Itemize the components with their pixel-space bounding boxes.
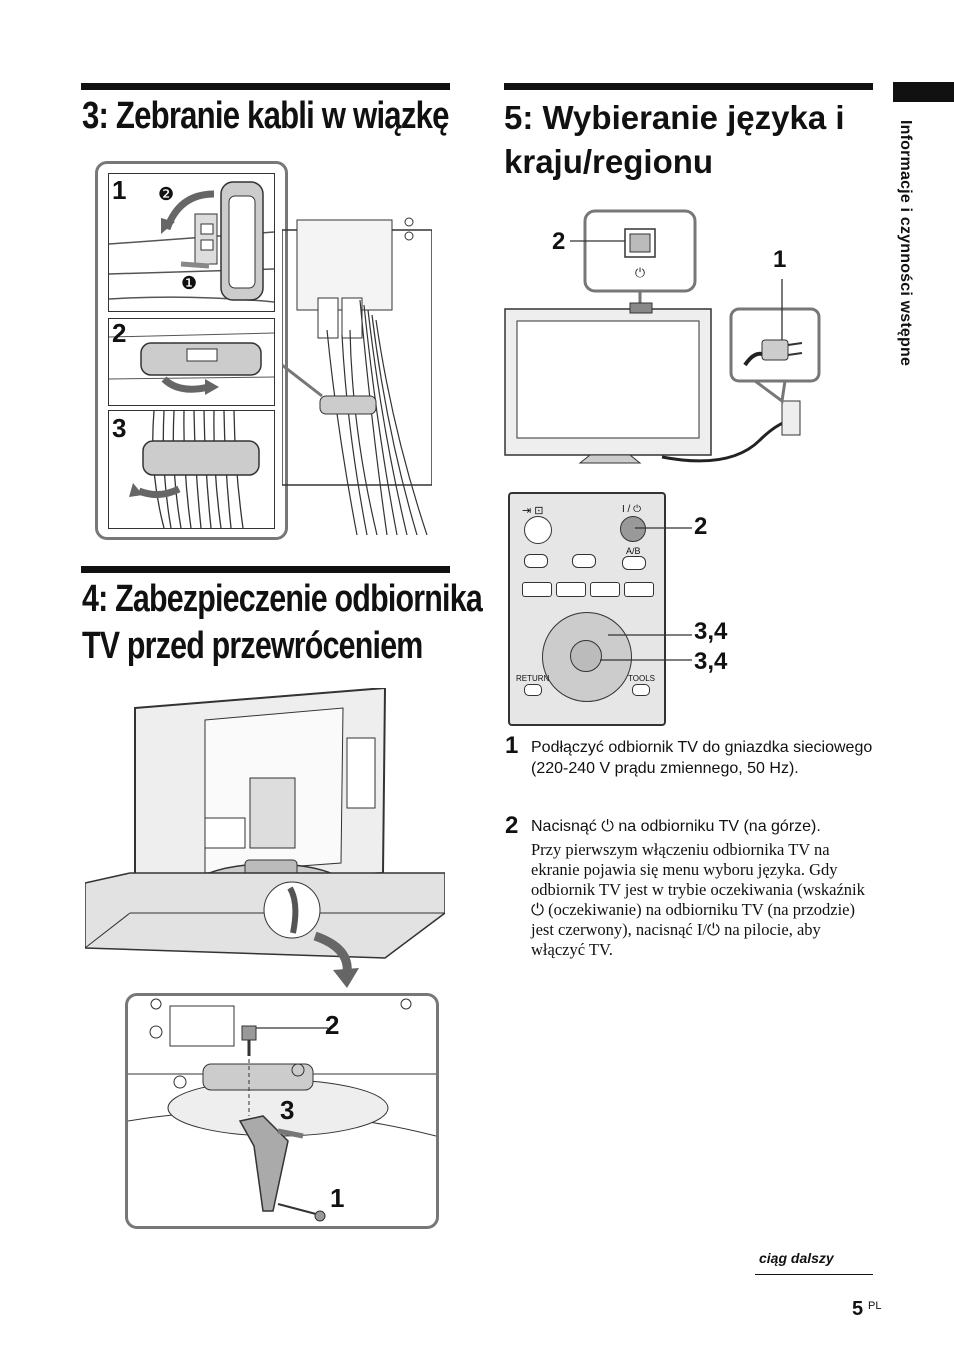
instruction-1-text: Podłączyć odbiornik TV do gniazdka sieci… bbox=[531, 739, 873, 777]
tv-on-stand-illustration bbox=[85, 688, 445, 988]
cable-step-1-label: 1 bbox=[112, 175, 127, 205]
svg-text:⏻: ⏻ bbox=[635, 265, 645, 280]
secure-callout-1: 1 bbox=[330, 1183, 345, 1213]
remote-tools-label: TOOLS bbox=[628, 674, 655, 683]
remote-return-label: RETURN bbox=[516, 674, 550, 683]
tools-button[interactable] bbox=[632, 684, 650, 696]
continued-rule bbox=[755, 1274, 873, 1275]
substep-1-badge: ❶ bbox=[181, 273, 198, 293]
remote-power-label: I / ⏻ bbox=[622, 504, 642, 515]
page-number: 5 bbox=[852, 1298, 864, 1320]
tv-front-power-illustration: ⏻ bbox=[504, 209, 821, 464]
section-tab-marker bbox=[893, 82, 954, 102]
cable-step1-frame bbox=[108, 173, 275, 312]
tv-securing-detail-panel bbox=[125, 993, 439, 1229]
wide-mode-button[interactable] bbox=[524, 554, 548, 568]
substep-2-badge: ❷ bbox=[158, 184, 175, 204]
continued-label: ciąg dalszy bbox=[759, 1250, 834, 1266]
section4-rule bbox=[81, 566, 450, 573]
color-button-yellow[interactable] bbox=[590, 582, 620, 597]
input-icon: ⇥ ⊡ bbox=[522, 505, 544, 517]
section4-title-line2: TV przed przewróceniem bbox=[82, 625, 423, 667]
remote-callout-lines bbox=[600, 527, 692, 661]
section3-title: 3: Zebranie kabli w wiązkę bbox=[82, 95, 449, 137]
return-button[interactable] bbox=[524, 684, 542, 696]
color-button-blue[interactable] bbox=[624, 582, 654, 597]
cable-step-3-label: 3 bbox=[112, 413, 127, 443]
remote-callout-3-4-b: 3,4 bbox=[694, 648, 728, 675]
page-suffix: PL bbox=[868, 1300, 882, 1312]
secure-callout-2: 2 bbox=[325, 1010, 340, 1040]
cable-step2-frame bbox=[108, 318, 275, 406]
cable-step3-frame bbox=[108, 410, 275, 529]
clip-with-cables-illustration bbox=[129, 411, 260, 528]
clip-closing-illustration bbox=[109, 332, 274, 395]
remote-control: ⇥ ⊡ I / ⏻ A/B RETURN TOOLS bbox=[508, 492, 666, 726]
section5-title-line1: 5: Wybieranie języka i bbox=[504, 99, 845, 136]
section5-rule bbox=[504, 83, 873, 90]
strap-securing-illustration bbox=[128, 998, 436, 1222]
enter-button[interactable] bbox=[570, 640, 602, 672]
secure-callout-3: 3 bbox=[280, 1095, 295, 1125]
sidebar-label: Informacje i czynności wstępne bbox=[897, 120, 914, 367]
color-button-red[interactable] bbox=[522, 582, 552, 597]
tv-back-cables-illustration bbox=[282, 217, 432, 535]
instruction-1-number: 1 bbox=[505, 732, 519, 759]
section4-title-line1: 4: Zabezpieczenie odbiornika bbox=[82, 578, 483, 620]
section3-rule bbox=[81, 83, 450, 90]
instruction-2-detail: Przy pierwszym włączeniu odbiornika TV n… bbox=[531, 840, 865, 959]
cable-step-2-label: 2 bbox=[112, 318, 127, 348]
clip-open-illustration bbox=[109, 181, 274, 303]
tv-input-button[interactable] bbox=[524, 516, 552, 544]
ab-button[interactable] bbox=[622, 556, 646, 570]
instruction-2-text: Nacisnąć ⏻ na odbiorniku TV (na górze). bbox=[531, 818, 821, 835]
picture-mode-button[interactable] bbox=[572, 554, 596, 568]
color-button-green[interactable] bbox=[556, 582, 586, 597]
remote-ab-label: A/B bbox=[626, 546, 641, 556]
remote-callout-3-4-a: 3,4 bbox=[694, 618, 728, 645]
remote-callout-2: 2 bbox=[694, 513, 708, 540]
tv-callout-2: 2 bbox=[552, 228, 566, 255]
instruction-2-number: 2 bbox=[505, 812, 519, 839]
remote-power-button[interactable] bbox=[620, 516, 646, 542]
tv-callout-1: 1 bbox=[773, 246, 787, 273]
section5-title-line2: kraju/regionu bbox=[504, 143, 714, 180]
